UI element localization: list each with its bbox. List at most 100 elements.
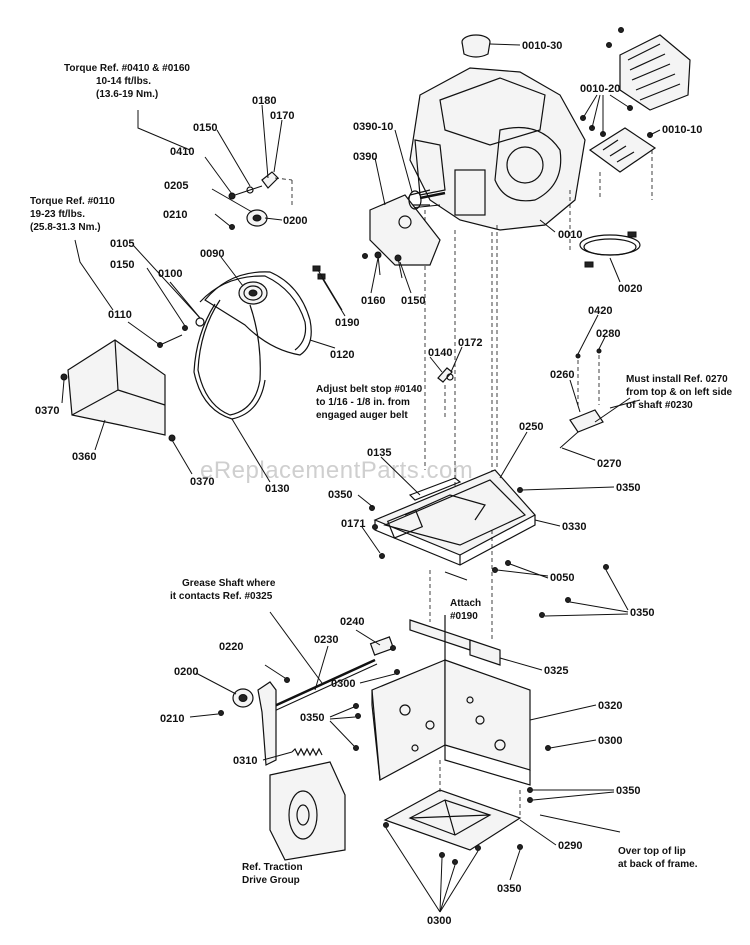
label-0410: 0410	[170, 146, 194, 158]
label-0230: 0230	[314, 634, 338, 646]
shield-plate	[588, 127, 657, 173]
note-must-install-l2: from top & on left side	[626, 387, 733, 398]
label-0210-lower: 0210	[160, 713, 184, 725]
idler-pulley-lower	[218, 688, 254, 716]
label-0150-mid: 0150	[110, 259, 134, 271]
bolts-0350-frame	[353, 669, 551, 803]
auger-belts	[193, 271, 312, 420]
note-belt-stop-l1: Adjust belt stop #0140	[316, 384, 423, 395]
label-0350-lowerright: 0350	[616, 785, 640, 797]
callout-labels: 0010-30 0010-20 0010-10 0010 0020 0410 0…	[35, 40, 702, 927]
spacer-ring	[408, 190, 422, 210]
engine-mount-plate	[373, 469, 536, 566]
pulley-arm	[257, 681, 277, 766]
bolts-0160	[362, 251, 403, 279]
label-0010-20: 0010-20	[580, 83, 620, 95]
note-torque-0110-l2: 19-23 ft/lbs.	[30, 209, 85, 220]
note-over-lip-l1: Over top of lip	[618, 846, 686, 857]
pulley-bolt	[157, 317, 205, 348]
label-0010: 0010	[558, 229, 582, 241]
belt-guard-bracket	[369, 194, 441, 266]
label-0135: 0135	[367, 447, 391, 459]
note-traction-l2: Drive Group	[242, 875, 300, 886]
bolts-0350-plate	[369, 487, 609, 618]
label-0290: 0290	[558, 840, 582, 852]
label-0350-bottom: 0350	[497, 883, 521, 895]
note-torque-0410-l3: (13.6-19 Nm.)	[96, 89, 158, 100]
label-0190: 0190	[335, 317, 359, 329]
note-over-lip-l2: at back of frame.	[618, 859, 698, 870]
label-0390: 0390	[353, 151, 377, 163]
label-0390-10: 0390-10	[353, 121, 393, 133]
label-0350-left: 0350	[328, 489, 352, 501]
traction-plate	[269, 761, 346, 861]
note-torque-0110-l3: (25.8-31.3 Nm.)	[30, 222, 101, 233]
lever-0260	[559, 348, 631, 449]
label-0105: 0105	[110, 238, 134, 250]
label-0200-top: 0200	[283, 215, 307, 227]
power-cord	[579, 231, 641, 268]
frame-bracket	[409, 615, 501, 666]
note-torque-0410-l2: 10-14 ft/lbs.	[96, 76, 151, 87]
spring-0310	[291, 747, 323, 757]
label-0171: 0171	[341, 518, 365, 530]
fuel-cap	[461, 34, 491, 58]
note-grease-l2: it contacts Ref. #0325	[170, 591, 273, 602]
engine-pulley	[238, 281, 268, 305]
label-0050: 0050	[550, 572, 574, 584]
shaft-end	[390, 645, 396, 651]
label-0300-right: 0300	[598, 735, 622, 747]
idler-bracket	[261, 171, 279, 189]
engine-shaft	[419, 191, 446, 200]
muffler-guard	[619, 34, 691, 111]
label-0320: 0320	[598, 700, 622, 712]
label-0270: 0270	[597, 458, 621, 470]
base-plate	[383, 789, 523, 865]
label-0250: 0250	[519, 421, 543, 433]
engine	[404, 67, 586, 231]
label-0170: 0170	[270, 110, 294, 122]
label-0090: 0090	[200, 248, 224, 260]
label-0130: 0130	[265, 483, 289, 495]
note-attach-l2: #0190	[450, 611, 478, 622]
screw-0220	[264, 664, 290, 683]
label-0350-right: 0350	[616, 482, 640, 494]
label-0300-top: 0300	[331, 678, 355, 690]
watermark: eReplacementParts.com	[200, 457, 473, 484]
note-grease-l1: Grease Shaft where	[182, 578, 276, 589]
note-belt-stop-l2: to 1/16 - 1/8 in. from	[316, 397, 410, 408]
label-0100: 0100	[158, 268, 182, 280]
label-0300-bottom: 0300	[427, 915, 451, 927]
label-0120: 0120	[330, 349, 354, 361]
label-0110: 0110	[108, 309, 132, 321]
note-must-install-l3: of shaft #0230	[626, 400, 693, 411]
label-0350-cluster: 0350	[630, 607, 654, 619]
label-0370-left: 0370	[35, 405, 59, 417]
bolt-0410	[228, 185, 263, 200]
label-0172: 0172	[458, 337, 482, 349]
label-0350-midleft: 0350	[300, 712, 324, 724]
plate-bracket	[408, 477, 462, 501]
label-0240: 0240	[340, 616, 364, 628]
label-0370-mid: 0370	[190, 476, 214, 488]
label-0325: 0325	[544, 665, 568, 677]
label-0210-top: 0210	[163, 209, 187, 221]
idler-pulley-top	[229, 209, 268, 230]
label-0150-top: 0150	[193, 122, 217, 134]
label-0205: 0205	[164, 180, 188, 192]
label-0280: 0280	[596, 328, 620, 340]
note-belt-stop-l3: engaged auger belt	[316, 410, 408, 421]
label-0010-10: 0010-10	[662, 124, 702, 136]
belt-stop	[437, 367, 454, 420]
label-0220: 0220	[219, 641, 243, 653]
label-0310: 0310	[233, 755, 257, 767]
label-0200-lower: 0200	[174, 666, 198, 678]
leader-lines	[61, 43, 661, 913]
label-0140: 0140	[428, 347, 452, 359]
note-torque-0410-l1: Torque Ref. #0410 & #0160	[64, 63, 190, 74]
label-0160: 0160	[361, 295, 385, 307]
label-0020: 0020	[618, 283, 642, 295]
label-0260: 0260	[550, 369, 574, 381]
